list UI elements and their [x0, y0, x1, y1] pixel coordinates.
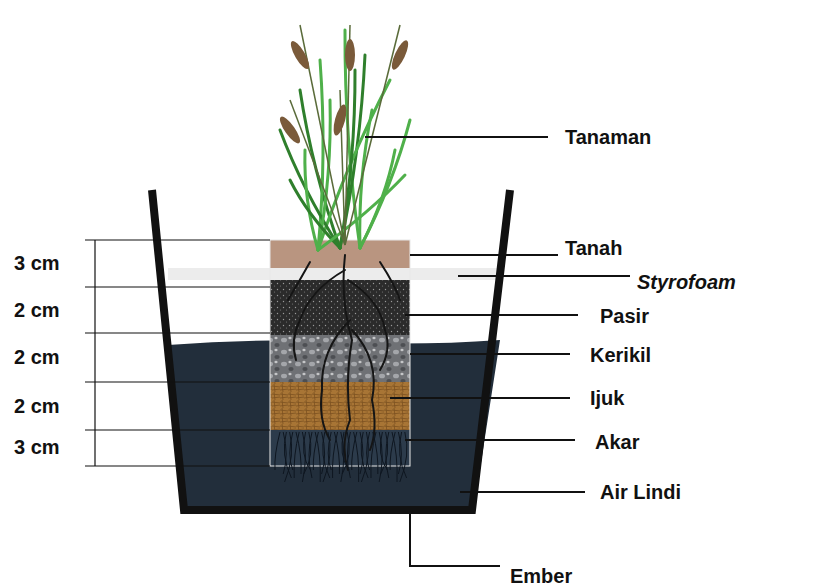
part-label: Tanah — [565, 237, 622, 259]
dimension-label: 2 cm — [14, 299, 60, 321]
part-label: Kerikil — [590, 344, 651, 366]
dimension-label: 3 cm — [14, 436, 60, 458]
dimension-label: 3 cm — [14, 252, 60, 274]
part-label: Pasir — [600, 305, 649, 327]
part-label: Akar — [595, 431, 639, 453]
part-label: Styrofoam — [637, 271, 736, 293]
part-label: Air Lindi — [600, 481, 681, 503]
part-label: Tanaman — [565, 126, 651, 148]
part-label: Ijuk — [590, 387, 624, 409]
part-label: Ember — [510, 565, 572, 586]
dimension-label: 2 cm — [14, 346, 60, 368]
dimension-label: 2 cm — [14, 395, 60, 417]
